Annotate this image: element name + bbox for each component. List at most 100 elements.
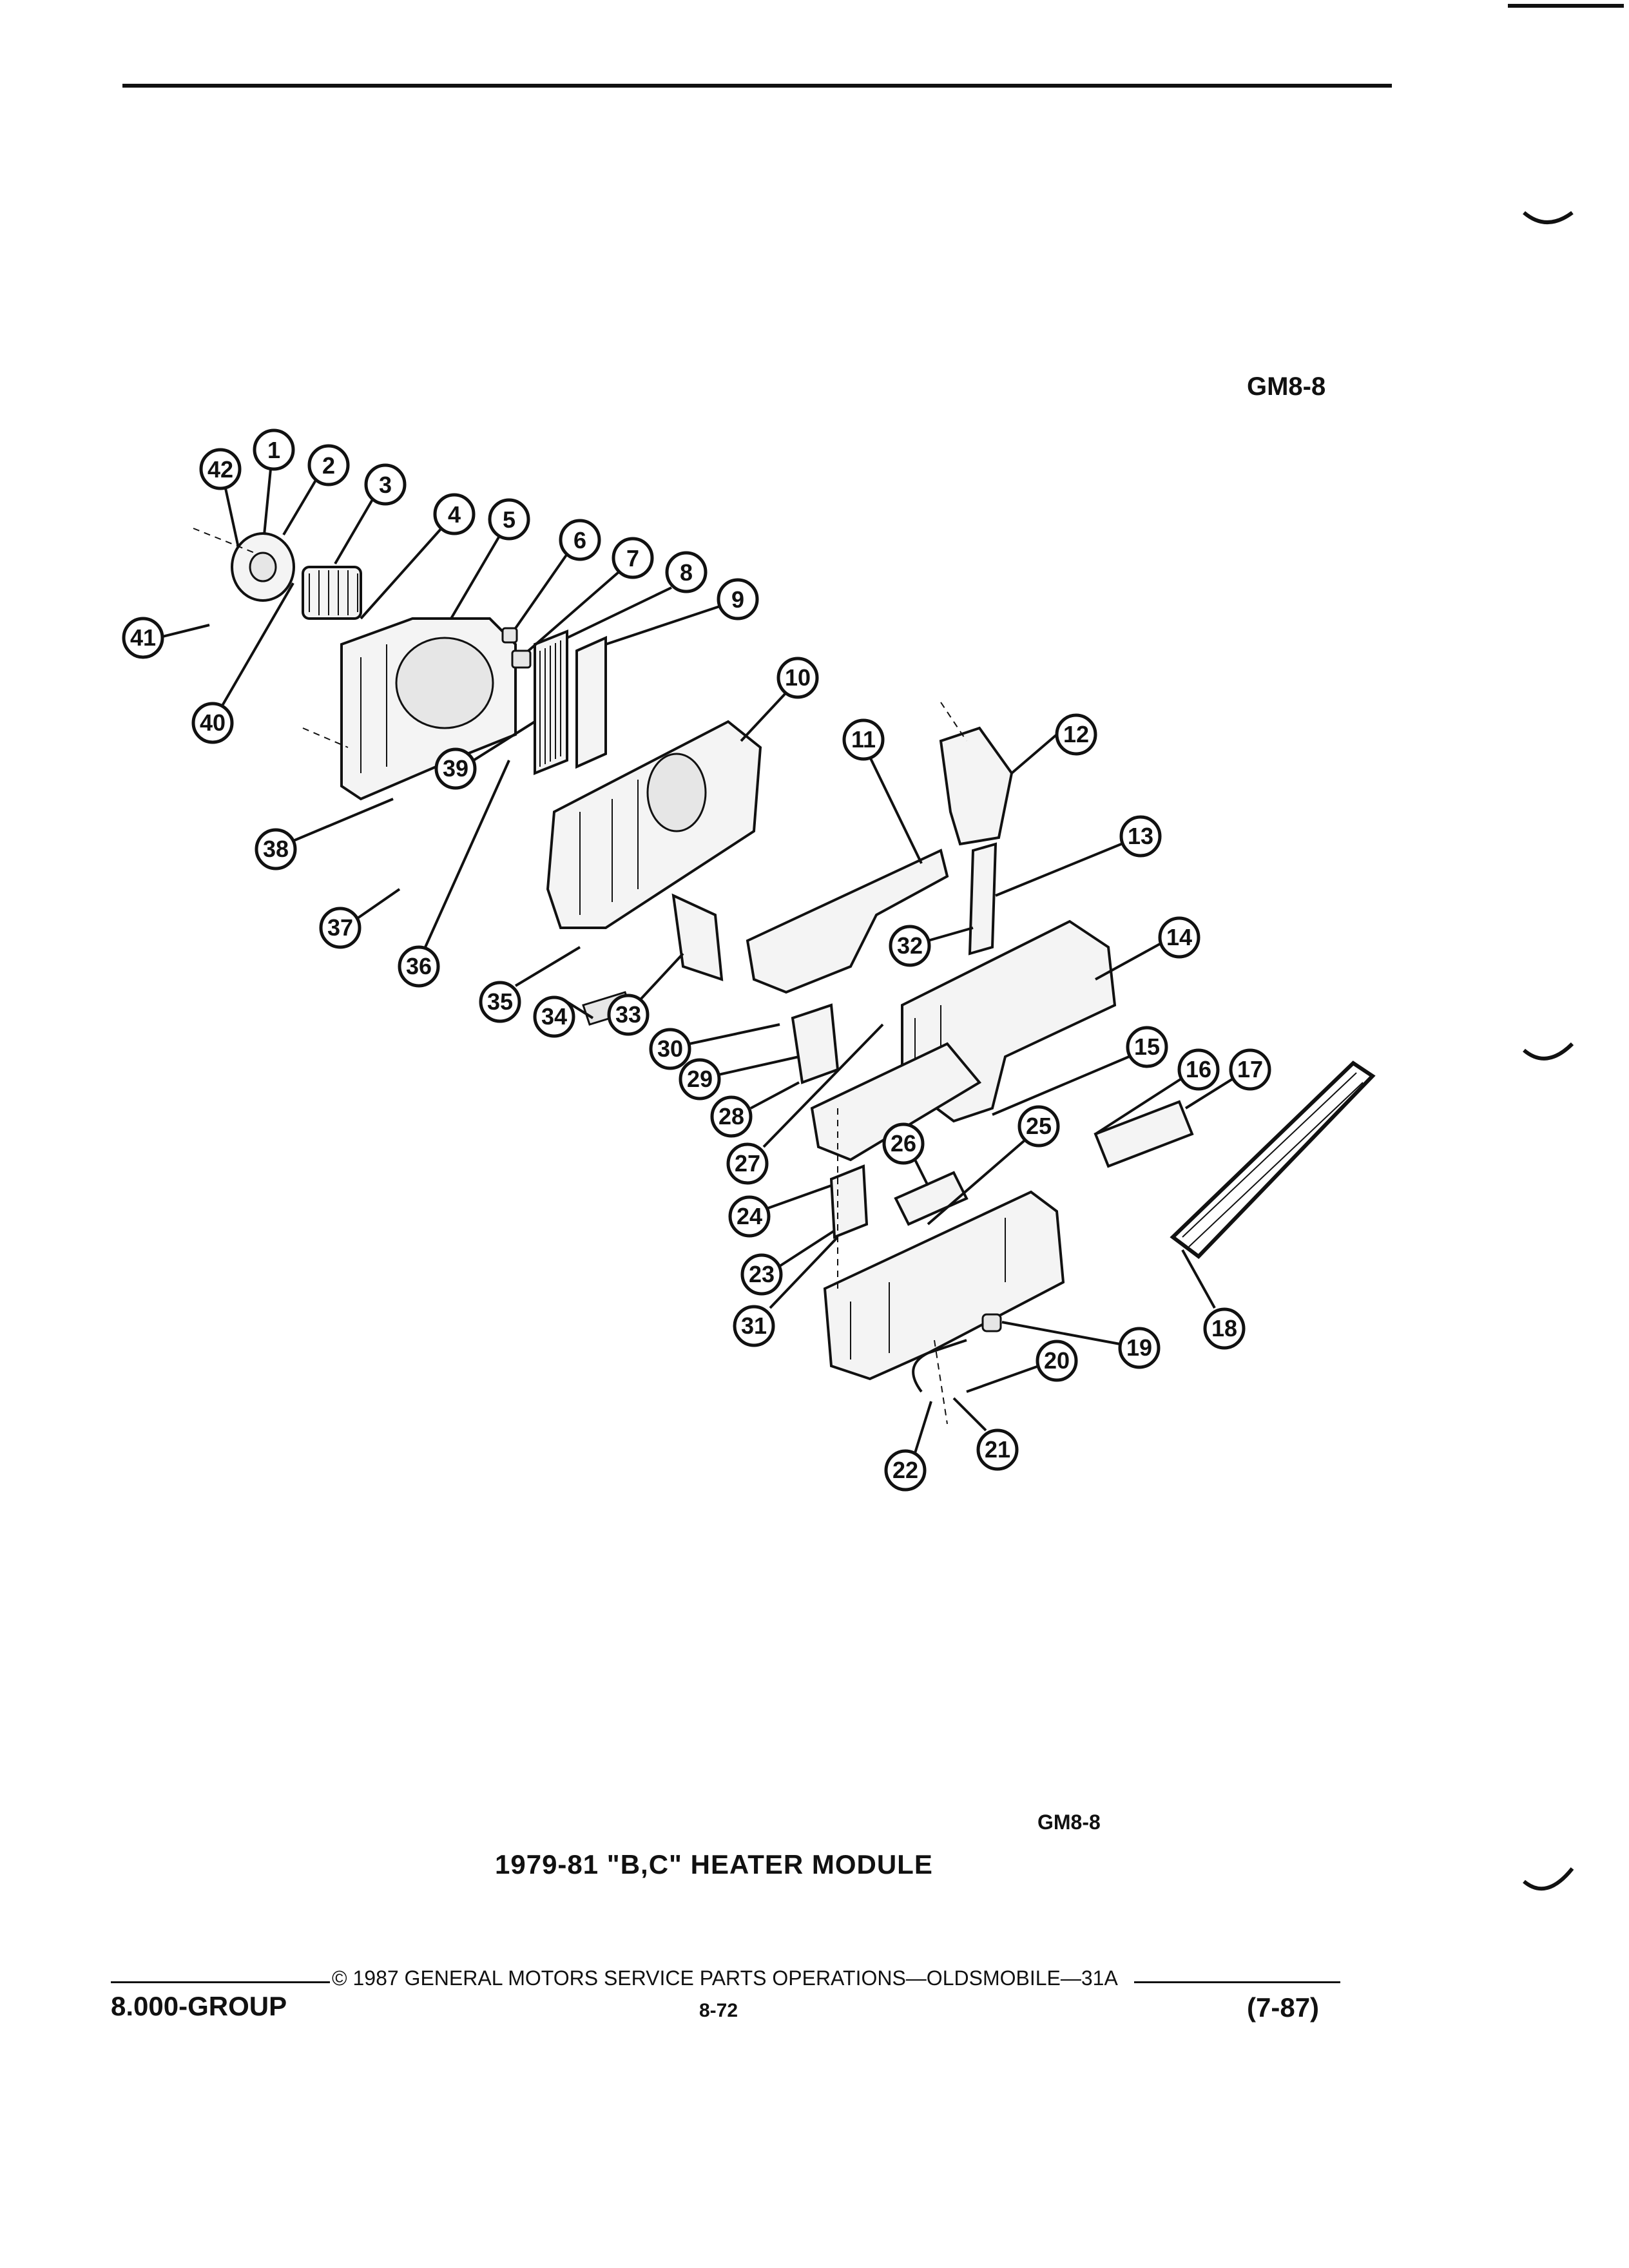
svg-text:18: 18 <box>1211 1315 1237 1341</box>
svg-text:14: 14 <box>1166 924 1192 950</box>
svg-text:1: 1 <box>267 437 280 463</box>
callout-23: 23 <box>740 1229 836 1296</box>
callout-36: 36 <box>398 760 510 988</box>
svg-text:9: 9 <box>731 586 744 613</box>
callout-10: 10 <box>740 657 819 742</box>
svg-text:36: 36 <box>406 953 432 979</box>
hole-mark-2 <box>1523 1042 1574 1061</box>
svg-text:8: 8 <box>680 559 693 586</box>
callout-26: 26 <box>882 1122 929 1186</box>
svg-text:31: 31 <box>741 1312 767 1339</box>
callout-13: 13 <box>995 815 1162 897</box>
svg-text:21: 21 <box>985 1436 1010 1463</box>
footer-page-number: 8-72 <box>699 2000 738 2021</box>
callout-17: 17 <box>1184 1048 1271 1110</box>
svg-text:3: 3 <box>379 472 392 498</box>
svg-text:26: 26 <box>891 1130 916 1157</box>
figure-title: 1979-81 "B,C" HEATER MODULE <box>495 1849 933 1879</box>
callout-28: 28 <box>710 1081 800 1138</box>
callout-8: 8 <box>566 551 708 639</box>
svg-text:12: 12 <box>1063 721 1089 747</box>
callout-31: 31 <box>733 1236 839 1347</box>
part-heater-core <box>534 629 568 775</box>
hole-mark-1 <box>1523 211 1574 224</box>
callout-7: 7 <box>527 537 654 652</box>
part-module-case <box>546 720 762 929</box>
part-actuator-bracket <box>829 1164 869 1239</box>
footer-rule-right <box>1134 1981 1340 1983</box>
svg-text:35: 35 <box>487 988 513 1015</box>
footer-date: (7-87) <box>1247 1992 1320 2023</box>
callout-12: 12 <box>1010 713 1097 774</box>
svg-text:13: 13 <box>1128 823 1153 849</box>
svg-text:29: 29 <box>687 1066 713 1092</box>
figure-code-top: GM8-8 <box>1247 372 1326 401</box>
svg-text:33: 33 <box>615 1001 641 1028</box>
svg-text:24: 24 <box>737 1203 762 1229</box>
callout-9: 9 <box>605 578 759 646</box>
part-door-16 <box>1094 1100 1194 1168</box>
svg-text:16: 16 <box>1186 1056 1211 1082</box>
callout-5: 5 <box>450 498 530 620</box>
callout-16: 16 <box>1094 1048 1220 1135</box>
callout-11: 11 <box>842 718 923 864</box>
svg-text:23: 23 <box>749 1261 775 1287</box>
callout-2: 2 <box>282 444 350 536</box>
callout-42: 42 <box>199 448 242 548</box>
callout-27: 27 <box>726 1023 884 1185</box>
callout-30: 30 <box>649 1023 780 1070</box>
part-valve-plate <box>671 893 724 981</box>
svg-text:32: 32 <box>897 932 923 959</box>
callout-21: 21 <box>952 1397 1019 1471</box>
hole-mark-3 <box>1523 1867 1574 1891</box>
part-outlet <box>939 726 1014 846</box>
callout-39: 39 <box>434 720 536 790</box>
svg-text:28: 28 <box>718 1103 744 1129</box>
part-duct <box>746 849 949 994</box>
part-grommet <box>501 627 518 644</box>
svg-text:20: 20 <box>1044 1347 1070 1374</box>
corner-mark <box>1508 4 1624 8</box>
svg-text:10: 10 <box>785 664 811 691</box>
callout-24: 24 <box>728 1184 832 1238</box>
svg-text:39: 39 <box>443 755 468 782</box>
callout-6: 6 <box>514 519 601 629</box>
callout-18: 18 <box>1181 1249 1246 1350</box>
svg-text:40: 40 <box>200 709 226 736</box>
callout-19: 19 <box>1001 1321 1161 1369</box>
callout-37: 37 <box>319 888 401 949</box>
callout-32: 32 <box>889 925 974 967</box>
svg-text:30: 30 <box>657 1035 683 1062</box>
part-blower-wheel <box>302 566 362 620</box>
svg-text:4: 4 <box>448 501 461 528</box>
part-blower-case <box>340 617 517 801</box>
callout-40: 40 <box>191 582 294 744</box>
svg-text:38: 38 <box>263 836 289 862</box>
callout-33: 33 <box>607 952 684 1036</box>
part-grommet-19 <box>981 1313 1002 1332</box>
callout-41: 41 <box>122 617 210 659</box>
callout-3: 3 <box>334 463 407 565</box>
part-clip <box>511 649 532 669</box>
svg-text:22: 22 <box>892 1457 918 1483</box>
part-gasket <box>1170 1061 1376 1259</box>
callout-4: 4 <box>360 493 476 620</box>
part-cable <box>912 1339 967 1393</box>
svg-text:5: 5 <box>503 506 516 533</box>
svg-text:25: 25 <box>1026 1113 1052 1139</box>
callout-34: 34 <box>533 995 594 1038</box>
svg-text:15: 15 <box>1134 1033 1160 1060</box>
svg-text:41: 41 <box>130 624 156 651</box>
callout-38: 38 <box>255 798 394 870</box>
svg-text:37: 37 <box>327 914 353 941</box>
callout-15: 15 <box>992 1026 1168 1116</box>
callout-25: 25 <box>927 1105 1060 1225</box>
callout-29: 29 <box>679 1055 800 1100</box>
footer-rule-left <box>111 1981 330 1983</box>
svg-text:19: 19 <box>1126 1334 1152 1361</box>
footer-group: 8.000-GROUP <box>111 1991 287 2021</box>
svg-text:17: 17 <box>1237 1056 1263 1082</box>
part-core-seal <box>575 635 607 769</box>
